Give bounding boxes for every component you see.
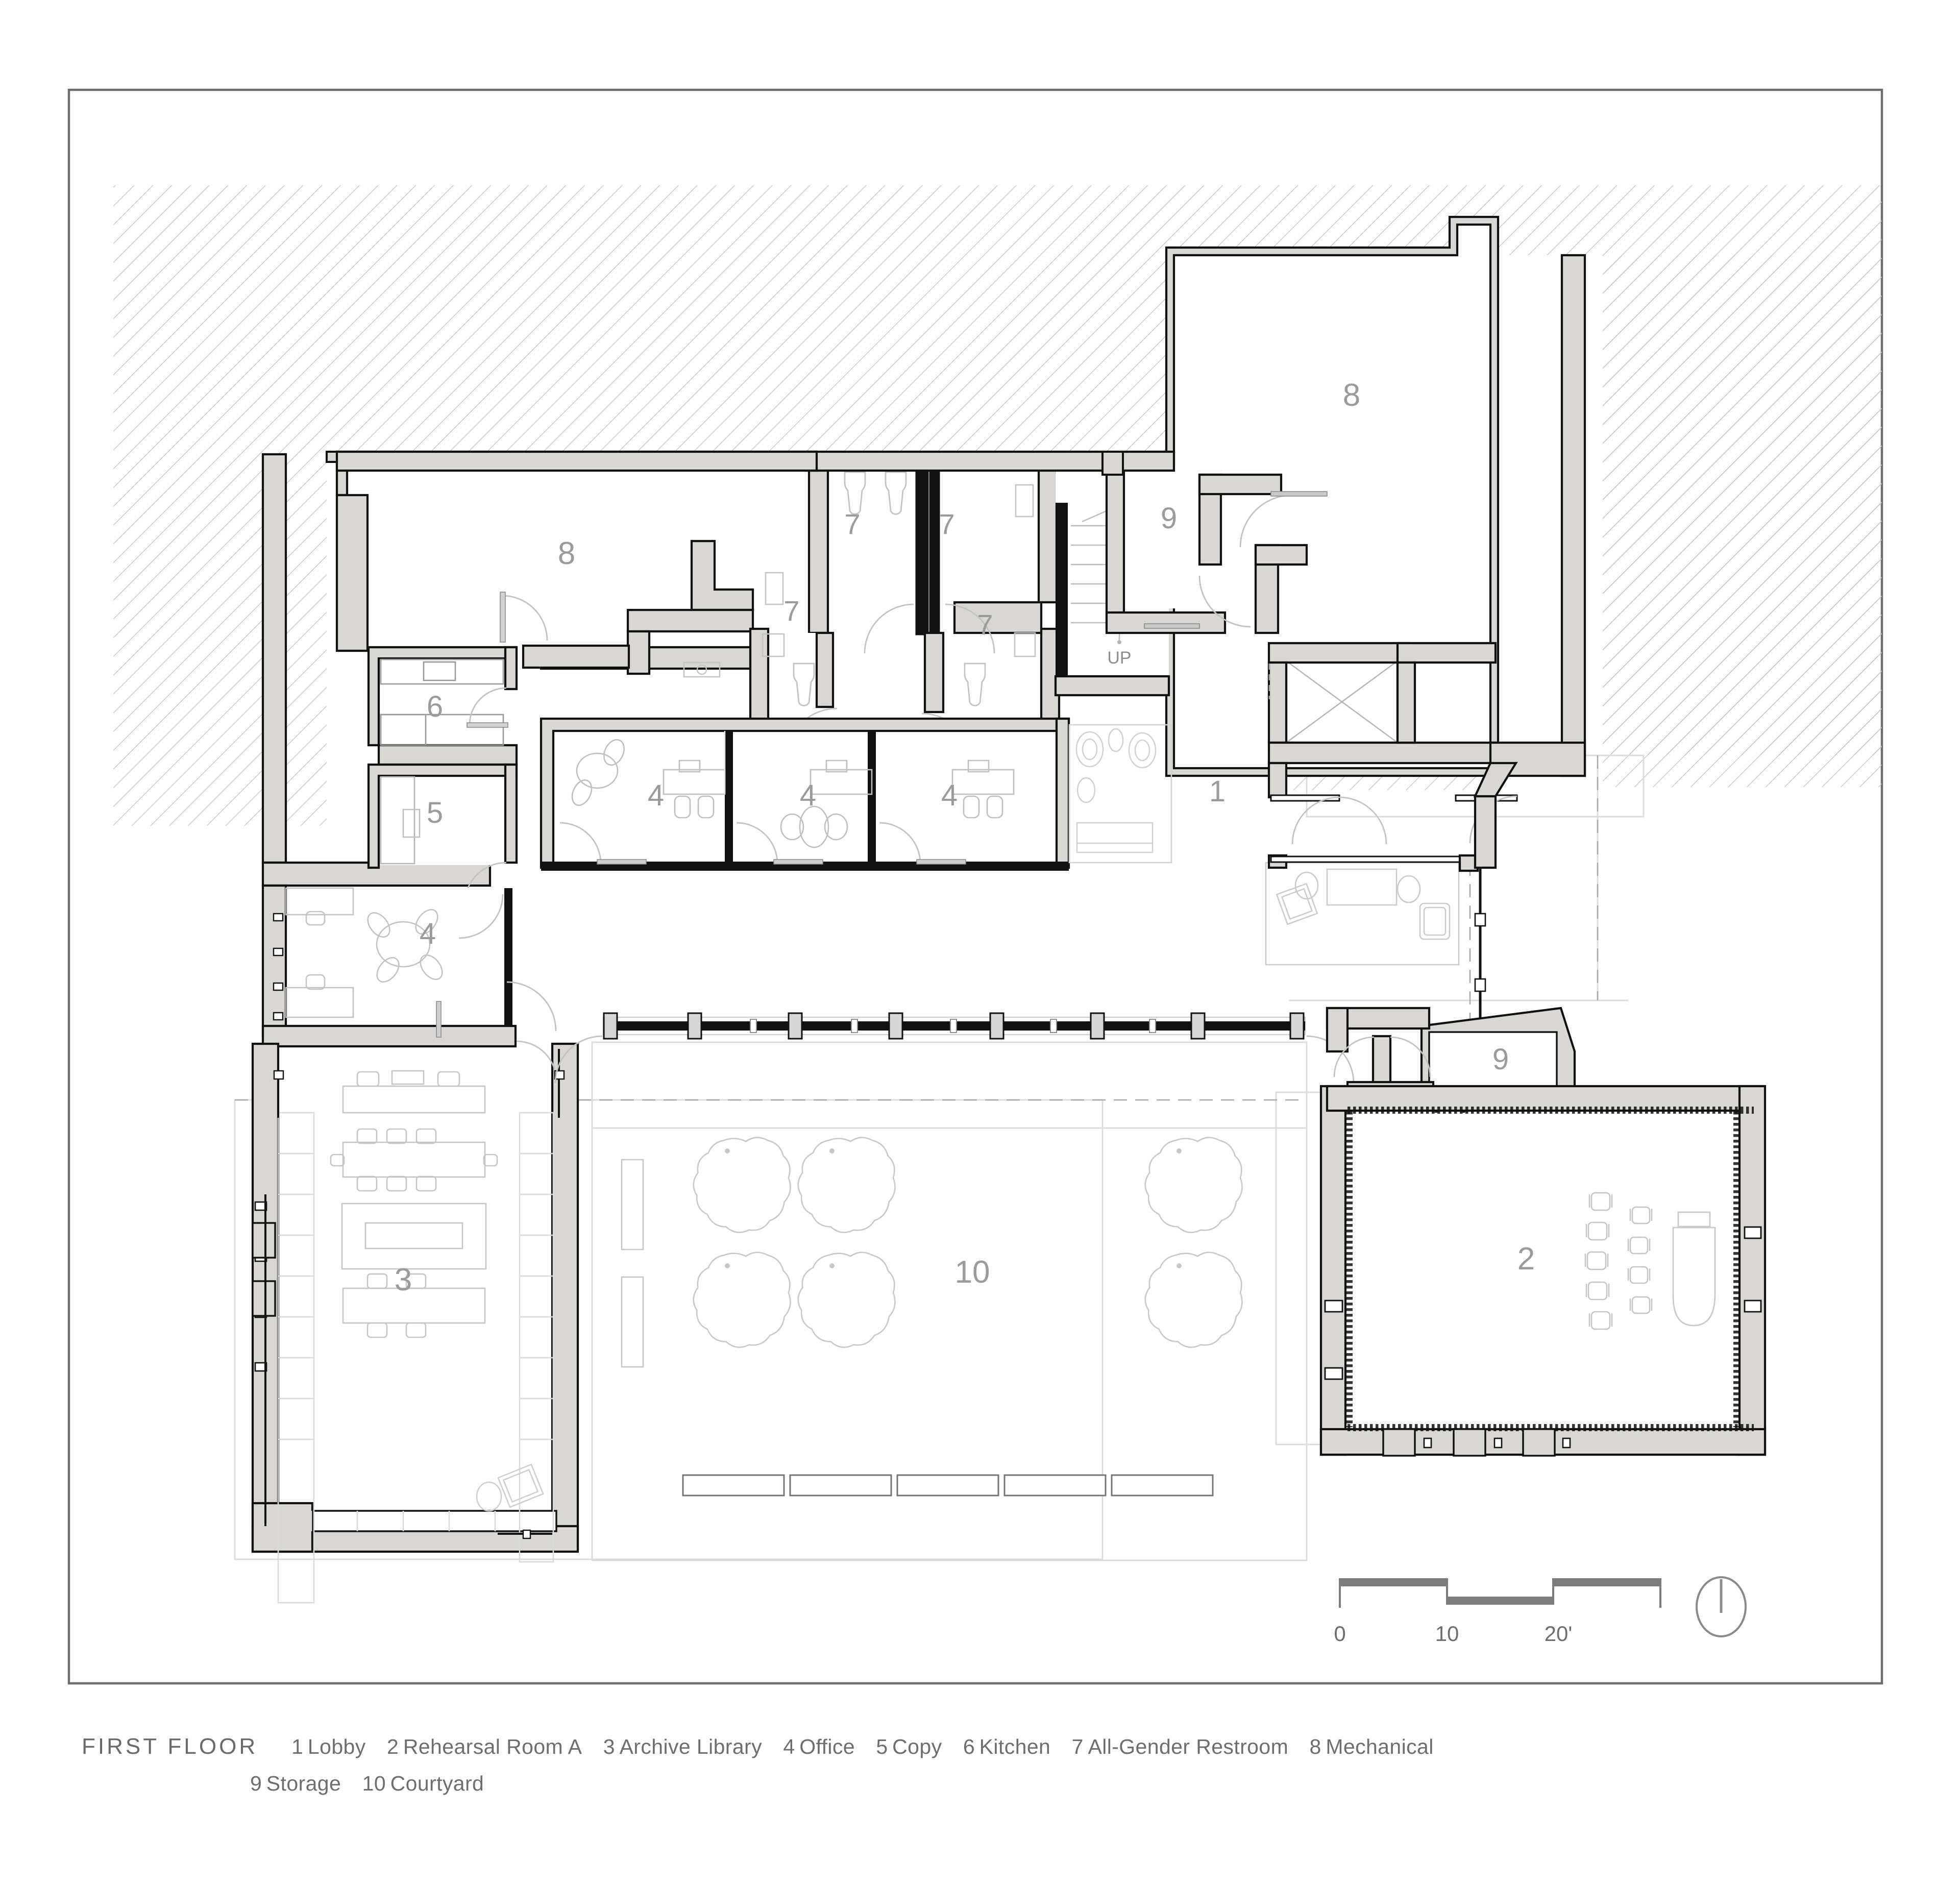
stair-up-label: UP: [1107, 648, 1131, 668]
room-mechanical-upper-right: [1165, 215, 1500, 777]
scale-bar: 0 10 20': [1334, 1578, 1661, 1646]
tag-mech-upper-left: 8: [558, 536, 575, 571]
rooms-office-row: [540, 717, 1070, 871]
room-kitchen: [367, 646, 518, 766]
tag-office-1: 4: [648, 779, 664, 812]
tag-storage-upper: 9: [1161, 502, 1177, 535]
left-wing-office: [261, 884, 557, 1048]
courtyard-benches: [682, 1474, 1214, 1497]
lobby-walls: [1267, 762, 1518, 1046]
room-storage-upper: [1105, 458, 1328, 634]
tag-rehearsal: 2: [1517, 1241, 1535, 1277]
tag-lobby: 1: [1209, 775, 1226, 808]
scale-tick-10: 10: [1435, 1622, 1459, 1646]
rehearsal-chairs: [1584, 1192, 1653, 1330]
tag-restroom-d: 7: [977, 608, 993, 641]
tag-archive: 3: [395, 1262, 412, 1297]
room-archive-library: [251, 1040, 579, 1604]
legend-items-line2: 9 Storage 10 Courtyard: [250, 1772, 484, 1796]
piano: [1672, 1211, 1716, 1327]
tag-restroom-b: 7: [939, 508, 954, 540]
tag-restroom-c: 7: [783, 595, 799, 627]
room-number-tags: 8 8 7 7 7 7 9 6 5 4 4 4 1 4 3 10 9 2: [395, 378, 1535, 1297]
south-window-piers: [1382, 1428, 1556, 1457]
scale-tick-0: 0: [1334, 1622, 1345, 1646]
room-rehearsal-a: [1319, 1085, 1767, 1457]
archive-shelving: [277, 1112, 554, 1604]
tag-copy: 5: [427, 796, 443, 829]
tag-kitchen: 6: [427, 690, 443, 723]
elevator-shaft: [1267, 642, 1497, 765]
north-arrow: [1696, 1576, 1747, 1637]
room-copy: [367, 592, 548, 905]
tag-mech-upper-right: 8: [1343, 378, 1360, 413]
legend-title: FIRST FLOOR: [82, 1734, 258, 1759]
toilet-fixtures: [793, 471, 986, 706]
tag-storage-lower: 9: [1492, 1043, 1509, 1076]
office-furniture: [571, 731, 1015, 848]
planters-lobby: [1068, 724, 1172, 864]
drawing-legend: FIRST FLOOR 1 Lobby 2 Rehearsal Room A 3 …: [82, 1728, 1919, 1796]
courtyard: [621, 1137, 1243, 1497]
tree-canopies: [693, 1137, 1243, 1348]
tag-office-3: 4: [941, 779, 958, 812]
archive-tables: [330, 1070, 498, 1338]
scale-tick-20: 20': [1545, 1622, 1573, 1646]
tag-office-2: 4: [800, 779, 816, 812]
north-building-walls: [326, 254, 1586, 798]
sheet-border: [67, 88, 1883, 1685]
curtain-wall: [554, 1012, 1355, 1084]
curtain-wall-mullions: [603, 1012, 1305, 1040]
tag-courtyard: 10: [955, 1255, 990, 1290]
legend-items-line1: 1 Lobby 2 Rehearsal Room A 3 Archive Lib…: [291, 1735, 1434, 1758]
tag-restroom-a: 7: [844, 508, 860, 540]
tag-office-4: 4: [420, 917, 436, 950]
